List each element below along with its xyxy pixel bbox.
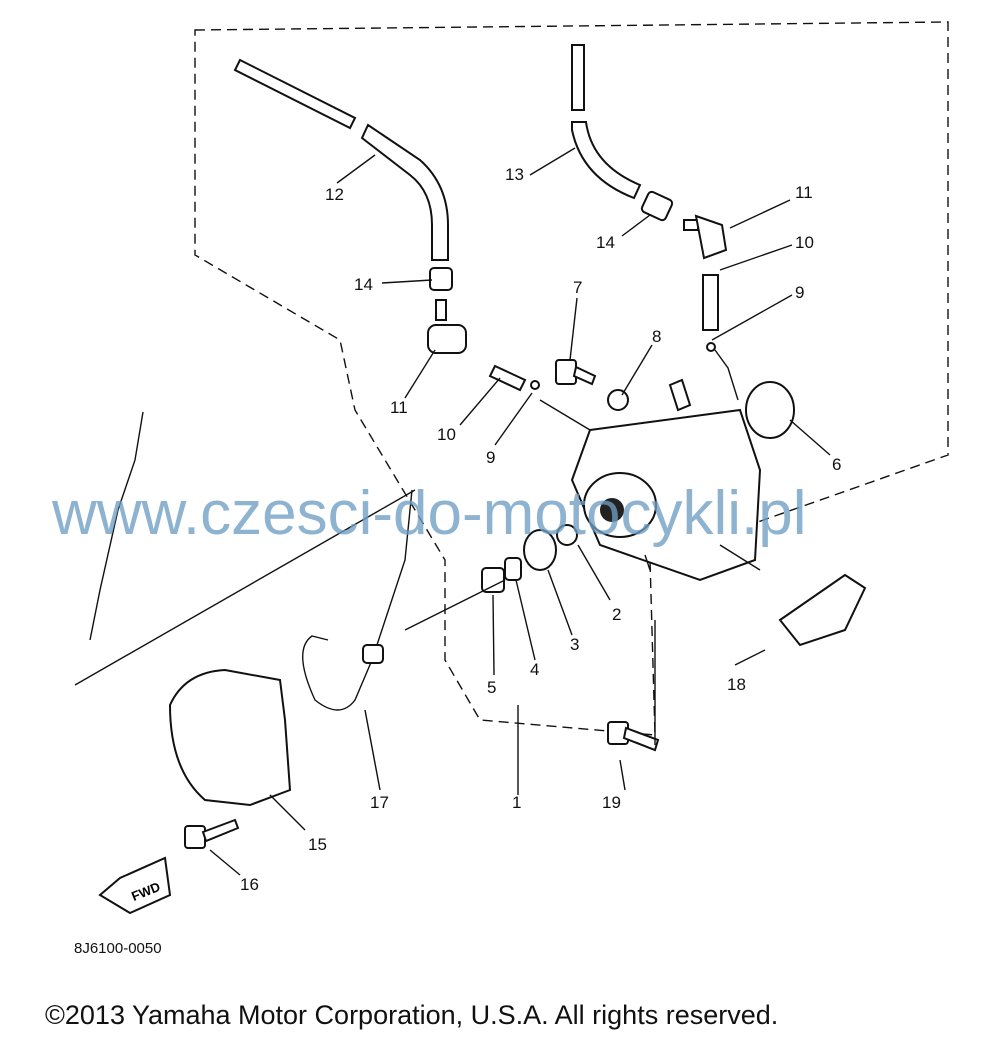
callout-6: 6 bbox=[832, 455, 841, 474]
clamp-14-left bbox=[429, 267, 453, 291]
bolt-7 bbox=[555, 359, 597, 386]
callout-8: 8 bbox=[652, 327, 661, 346]
gasket-18 bbox=[778, 573, 867, 647]
reference-line-cable bbox=[74, 489, 416, 686]
cable-17-fitting bbox=[362, 644, 384, 664]
nut-5 bbox=[481, 567, 505, 593]
callout-5: 5 bbox=[487, 678, 496, 697]
callout-1: 1 bbox=[512, 793, 521, 812]
callout-14-right: 14 bbox=[596, 233, 615, 252]
callout-12: 12 bbox=[325, 185, 344, 204]
callout-9-left: 9 bbox=[486, 448, 495, 467]
oil-seal-6 bbox=[745, 381, 795, 439]
callout-9-right: 9 bbox=[795, 283, 804, 302]
leader-lines bbox=[209, 147, 831, 876]
spring-10-right bbox=[702, 274, 719, 331]
callout-14-left: 14 bbox=[354, 275, 373, 294]
washer-2 bbox=[556, 524, 578, 546]
callout-19: 19 bbox=[602, 793, 621, 812]
hose-12 bbox=[233, 58, 449, 261]
callout-7: 7 bbox=[573, 278, 582, 297]
callout-11-left: 11 bbox=[390, 398, 408, 417]
pump-cover-15 bbox=[168, 668, 292, 807]
callout-10-right: 10 bbox=[795, 233, 814, 252]
callout-10-left: 10 bbox=[437, 425, 456, 444]
fitting-11-left bbox=[427, 299, 467, 354]
bolt-19 bbox=[607, 721, 660, 752]
fitting-11-right bbox=[683, 214, 728, 260]
spring-10-left bbox=[488, 364, 527, 392]
callout-17: 17 bbox=[370, 793, 389, 812]
callout-4: 4 bbox=[530, 660, 539, 679]
cable-17 bbox=[302, 489, 413, 711]
callout-2: 2 bbox=[612, 605, 621, 624]
fwd-arrow-icon: FWD bbox=[98, 856, 172, 915]
diagram-code: 8J6100-0050 bbox=[74, 940, 162, 957]
callout-15: 15 bbox=[308, 835, 327, 854]
callout-11-right: 11 bbox=[795, 183, 813, 202]
assembly-boundary bbox=[194, 21, 949, 736]
impeller-3 bbox=[523, 529, 557, 571]
hose-13 bbox=[571, 44, 642, 200]
callout-3: 3 bbox=[570, 635, 579, 654]
pump-body-1 bbox=[570, 378, 762, 582]
callout-18: 18 bbox=[727, 675, 746, 694]
ball-9-left bbox=[530, 380, 540, 390]
ball-9-right bbox=[706, 342, 716, 352]
callout-16: 16 bbox=[240, 875, 259, 894]
watermark-text: www.czesci-do-motocykli.pl bbox=[52, 479, 807, 548]
copyright-notice: ©2013 Yamaha Motor Corporation, U.S.A. A… bbox=[45, 1000, 779, 1030]
bolt-16 bbox=[184, 818, 240, 849]
collar-4 bbox=[504, 557, 522, 581]
washer-8 bbox=[607, 389, 629, 411]
callout-13: 13 bbox=[505, 165, 524, 184]
clamp-14-right bbox=[640, 190, 674, 222]
left-cable bbox=[89, 411, 144, 641]
